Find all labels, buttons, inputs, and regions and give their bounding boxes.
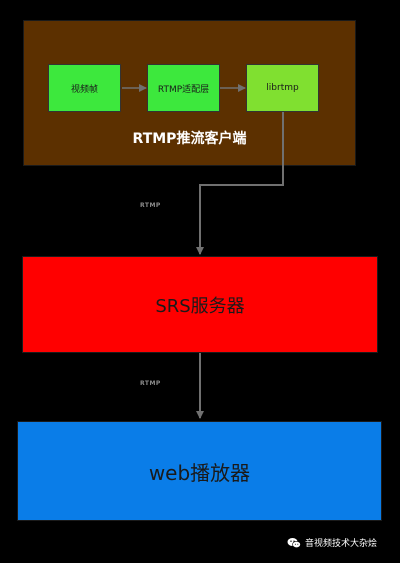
watermark: 音视频技术大杂烩 [287, 536, 377, 549]
arrow-client-to-server [196, 112, 284, 255]
wechat-icon [287, 537, 301, 548]
video-frame-node: 视频帧 [48, 64, 121, 112]
watermark-text: 音视频技术大杂烩 [305, 539, 378, 549]
client-caption: RTMP推流客户端 [132, 131, 247, 147]
edge-label-server-player: RTMP [140, 380, 161, 387]
rtmp-adapter-node: RTMP适配层 [147, 64, 220, 112]
web-player-box: web播放器 [17, 421, 382, 521]
librtmp-node: librtmp [246, 64, 319, 112]
edge-label-client-server: RTMP [140, 202, 161, 209]
srs-server-box: SRS服务器 [22, 256, 378, 353]
